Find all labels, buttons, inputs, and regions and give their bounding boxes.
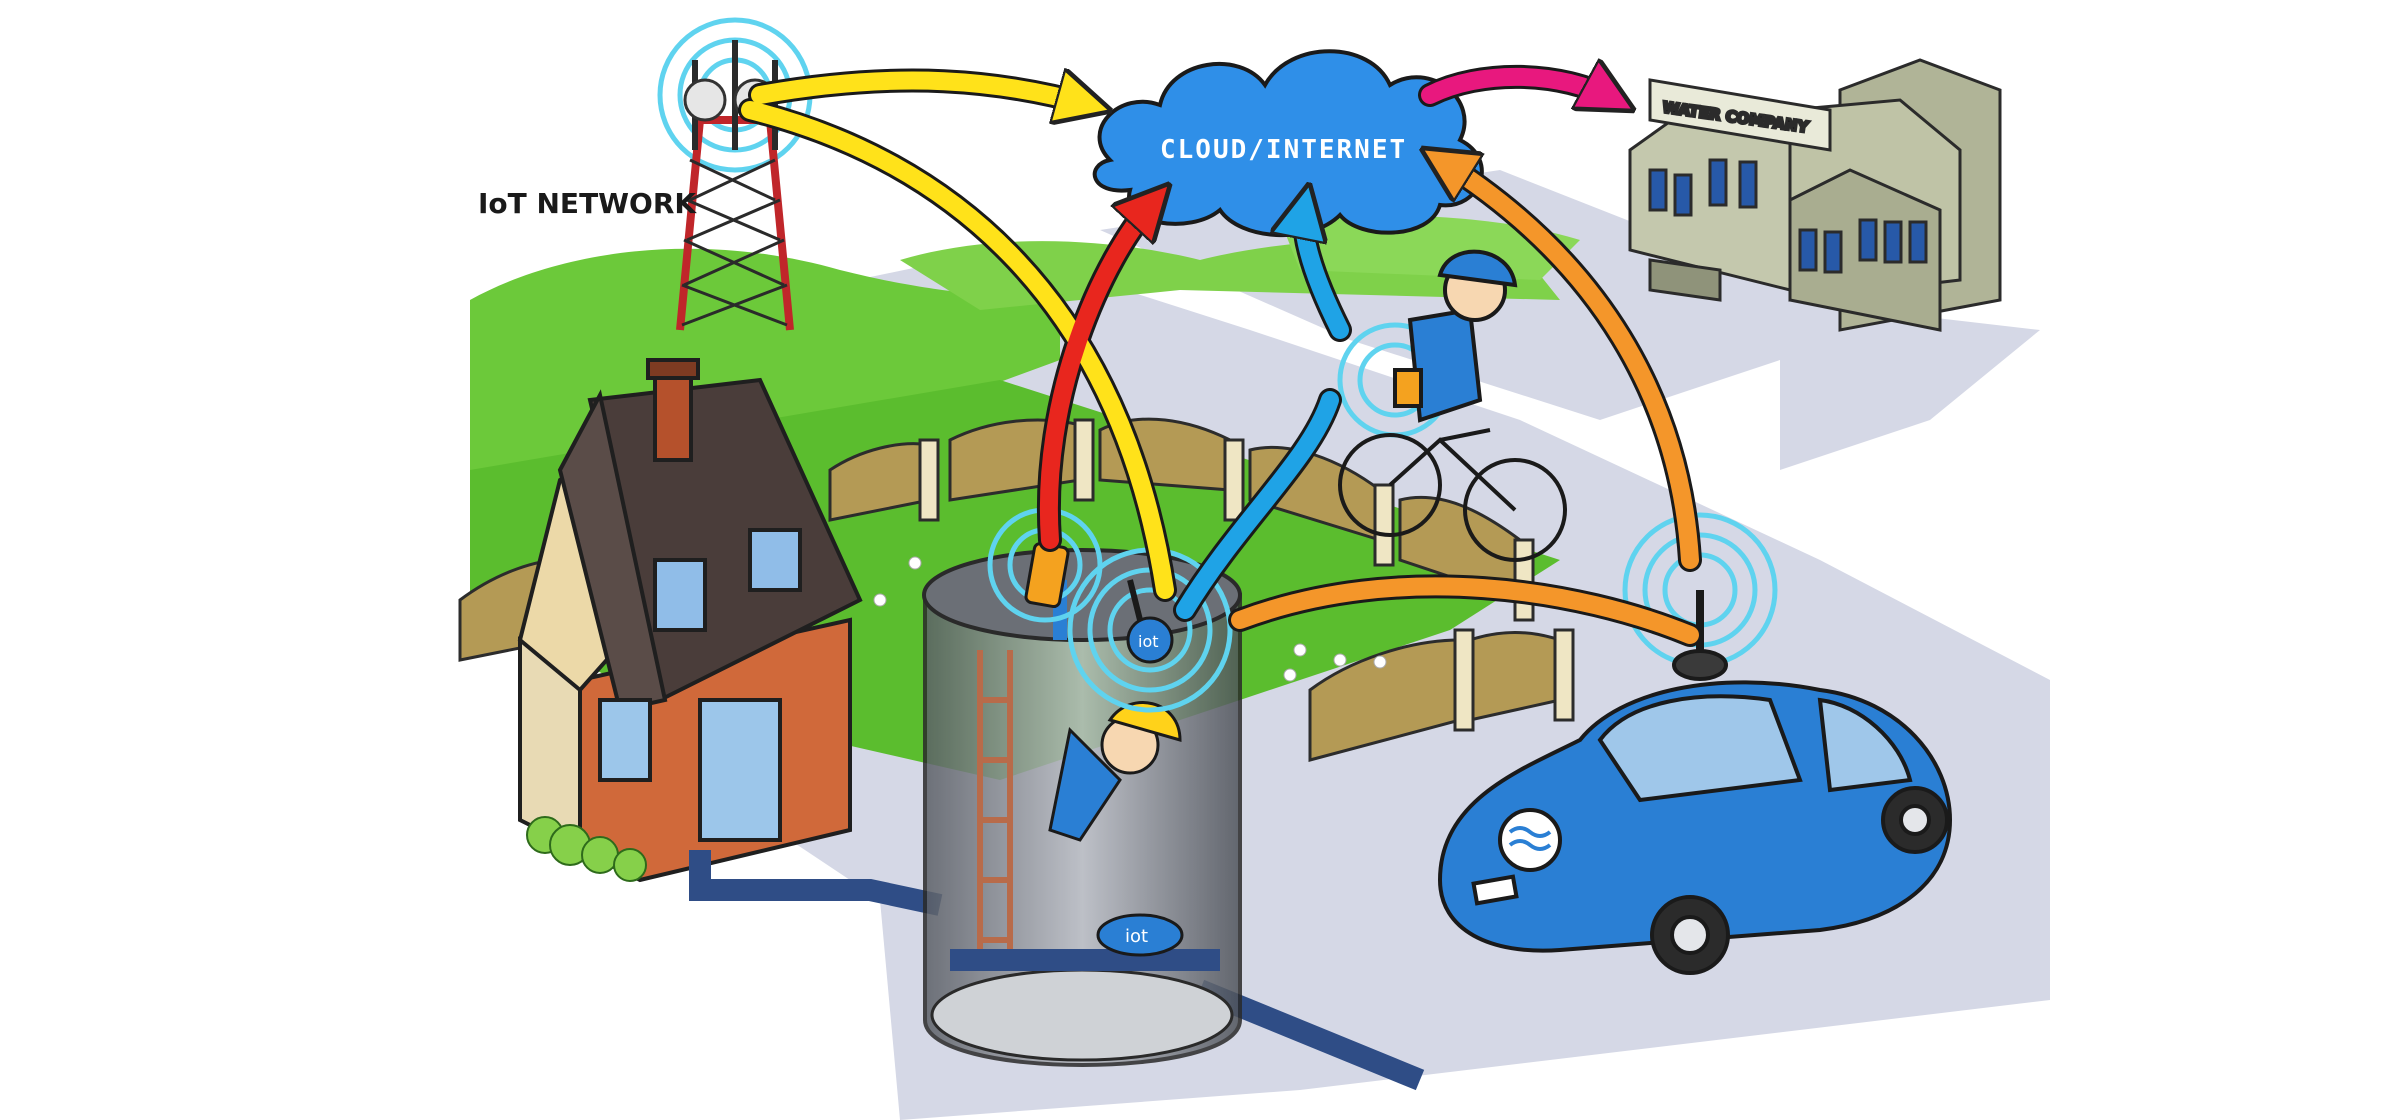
link-car-to-cloud bbox=[1440, 160, 1699, 569]
link-pit-to-cyclist bbox=[1176, 391, 1339, 619]
water-meter-icon: iot bbox=[1096, 913, 1184, 957]
iot-network-label: IoT NETWORK bbox=[478, 187, 697, 220]
car-icon bbox=[1437, 512, 1953, 975]
building-icon: WATER COMPANY bbox=[1628, 58, 2002, 332]
link-cyclist-to-cloud bbox=[1304, 205, 1349, 339]
bush bbox=[526, 816, 647, 882]
link-cloud-to-water-company bbox=[1421, 77, 1615, 100]
link-tower-to-cloud bbox=[751, 81, 1090, 105]
worker bbox=[1048, 580, 1182, 842]
meter-badge: iot bbox=[1125, 926, 1148, 947]
cloud-label: CLOUD/INTERNET bbox=[1160, 135, 1407, 165]
link-pit-to-car bbox=[1231, 577, 1699, 644]
cyclist-icon bbox=[1337, 249, 1567, 562]
house-icon bbox=[517, 358, 863, 883]
link-handheld-to-cloud bbox=[1040, 200, 1155, 549]
water-waves-logo-icon bbox=[1508, 826, 1552, 851]
flowers bbox=[873, 556, 1387, 682]
data-links bbox=[738, 77, 1702, 647]
pit-iot-node: iot bbox=[1067, 547, 1233, 713]
pit-badge: iot bbox=[1138, 632, 1159, 651]
link-pit-to-tower bbox=[741, 101, 1174, 599]
